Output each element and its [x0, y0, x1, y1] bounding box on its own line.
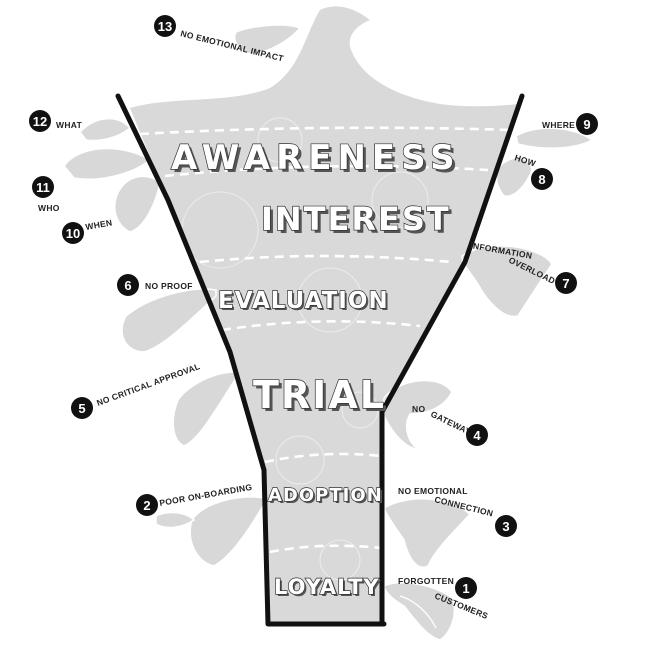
leak-10-label: WHEN	[85, 217, 113, 232]
badge-13-icon	[154, 15, 176, 37]
leak-splashes	[63, 24, 594, 641]
leak-12: 12 WHAT	[29, 110, 83, 132]
stage-trial-shadow: TRIAL	[256, 376, 389, 420]
divider-line	[221, 320, 421, 332]
stage-loyalty-shadow: LOYALTY	[276, 577, 382, 601]
splash-13	[234, 24, 302, 55]
badge-2-icon	[136, 494, 158, 516]
badge-3-icon	[495, 515, 517, 537]
stage-awareness-shadow: AWARENESS	[174, 141, 464, 181]
badge-5-icon	[71, 397, 93, 419]
bubble	[257, 117, 303, 163]
divider-line	[269, 544, 383, 554]
splash-2-drop	[155, 511, 196, 529]
bubble	[341, 391, 379, 429]
divider-line	[199, 254, 453, 264]
badge-8-icon	[531, 168, 553, 190]
splash-10	[114, 175, 161, 233]
divider-line	[139, 126, 513, 136]
badge-11-icon	[32, 176, 54, 198]
badge-8-number: 8	[538, 172, 545, 187]
stage-awareness: AWARENESS	[171, 138, 461, 178]
leak-6-label: NO PROOF	[145, 281, 193, 291]
badge-1-number: 1	[462, 581, 469, 596]
funnel-right-wall	[379, 93, 525, 627]
splash-6	[121, 288, 217, 353]
bubble	[371, 171, 429, 229]
splash-1-line	[399, 595, 437, 629]
leak-4: NO GATEWAY 4	[412, 404, 488, 446]
stage-interest: INTEREST	[261, 200, 451, 238]
wave-crest	[130, 6, 518, 622]
bubble	[297, 267, 363, 333]
splash-4	[383, 379, 453, 451]
stage-trial: TRIAL	[253, 373, 386, 417]
leak-9: WHERE 9	[542, 113, 598, 135]
badge-7-icon	[555, 272, 577, 294]
leak-3-label-line1: NO EMOTIONAL	[398, 486, 468, 496]
leak-11-label: WHO	[38, 203, 60, 213]
leak-12-label: WHAT	[56, 120, 83, 130]
badge-9-icon	[576, 113, 598, 135]
splash-8	[495, 157, 533, 197]
badge-12-icon	[29, 110, 51, 132]
splash-5	[172, 371, 237, 447]
stage-loyalty: LOYALTY	[274, 575, 380, 599]
splash-9	[515, 127, 594, 149]
badge-10-number: 10	[66, 226, 80, 241]
funnel-outline	[115, 93, 525, 627]
badge-7-number: 7	[562, 276, 569, 291]
badge-6-icon	[117, 274, 139, 296]
leak-10: 10 WHEN	[62, 217, 113, 244]
splash-1	[383, 582, 456, 641]
stage-adoption-shadow: ADOPTION	[270, 487, 385, 508]
funnel-left-wall	[115, 93, 387, 627]
badge-1-icon	[455, 577, 477, 599]
badge-4-icon	[466, 424, 488, 446]
badge-9-number: 9	[583, 117, 590, 132]
splash-11	[63, 147, 152, 180]
stage-labels: AWARENESS AWARENESS INTEREST INTEREST EV…	[170, 137, 464, 601]
stage-adoption: ADOPTION	[268, 485, 383, 506]
badge-13-number: 13	[158, 19, 172, 34]
splash-12	[79, 118, 132, 142]
leak-4-label-line1: NO	[412, 404, 425, 414]
badge-2-number: 2	[143, 498, 150, 513]
badge-11-number: 11	[36, 180, 50, 195]
stage-interest-shadow: INTEREST	[264, 203, 454, 241]
badge-12-number: 12	[33, 114, 47, 129]
divider-line	[164, 164, 489, 178]
leak-1-label-line1: FORGOTTEN	[398, 576, 454, 586]
badge-10-icon	[62, 222, 84, 244]
badge-6-number: 6	[124, 278, 131, 293]
badge-3-number: 3	[502, 519, 509, 534]
leak-4-label-line2: GATEWAY	[429, 409, 473, 437]
stage-evaluation: EVALUATION	[218, 288, 389, 314]
leak-6: 6 NO PROOF	[117, 274, 193, 296]
splash-3	[383, 498, 472, 569]
bubble	[275, 435, 325, 485]
stage-evaluation-shadow: EVALUATION	[220, 290, 391, 316]
splash-2	[189, 496, 265, 567]
bubble	[319, 539, 361, 581]
leak-11: 11 WHO	[32, 176, 60, 213]
stage-dividers	[139, 126, 513, 554]
splash-7	[461, 245, 553, 318]
badge-4-number: 4	[473, 428, 481, 443]
badge-5-number: 5	[78, 401, 85, 416]
leak-9-label: WHERE	[542, 120, 575, 130]
